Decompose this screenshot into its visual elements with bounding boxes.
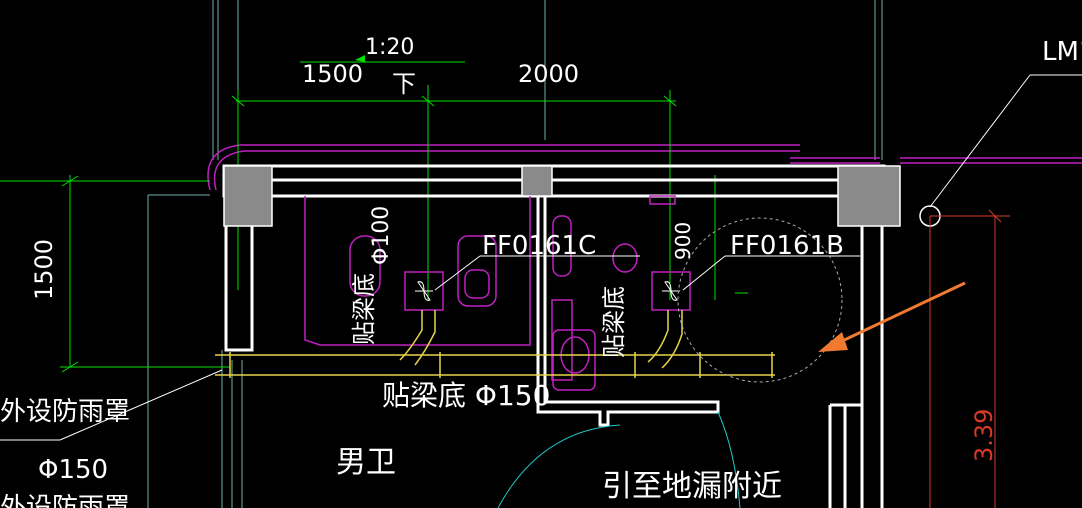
rain-cover-note-2: 外设防雨罩 — [0, 493, 130, 508]
elevation-marker — [929, 209, 1010, 508]
duct-diameter-label: Φ100 — [369, 206, 394, 265]
elevation-value: 3.39 — [970, 409, 998, 462]
exhaust-fan-left[interactable] — [404, 271, 444, 311]
ceiling-note-left: 贴梁底 — [350, 273, 378, 345]
rain-cover-diameter: Φ150 — [38, 455, 108, 485]
walls — [222, 164, 886, 508]
ventilation-ducts — [215, 310, 775, 378]
fan-tag-right[interactable]: FF0161B — [730, 231, 844, 261]
ceiling-note-right: 贴梁底 — [600, 286, 628, 358]
drain-note: 引至地漏附近 — [602, 469, 782, 504]
fan-tag-left[interactable]: FF0161C — [482, 231, 596, 261]
duct-main-label: 贴梁底 Φ150 — [382, 379, 550, 412]
lm-tag[interactable]: LM1 — [1042, 37, 1082, 67]
clearance-circle — [677, 217, 843, 383]
scale-label: 1:20 — [365, 35, 414, 60]
dimension-width-right: 2000 — [518, 60, 579, 88]
room-name: 男卫 — [336, 445, 396, 480]
rain-cover-note: 外设防雨罩 — [0, 397, 130, 427]
scale-direction-label: 下 — [392, 70, 416, 98]
structural-columns — [223, 165, 901, 227]
exhaust-fan-right[interactable] — [651, 271, 691, 311]
dimension-900: 900 — [671, 222, 695, 260]
canopy-outline — [207, 144, 1082, 191]
dimension-width-left: 1500 — [302, 60, 363, 88]
dimension-height-left: 1500 — [30, 239, 58, 300]
scale-arrow-marker — [355, 55, 365, 62]
leader-lines — [0, 74, 1082, 441]
reference-lines — [147, 0, 883, 508]
door-swings — [497, 411, 741, 508]
annotation-arrow[interactable] — [818, 281, 966, 352]
